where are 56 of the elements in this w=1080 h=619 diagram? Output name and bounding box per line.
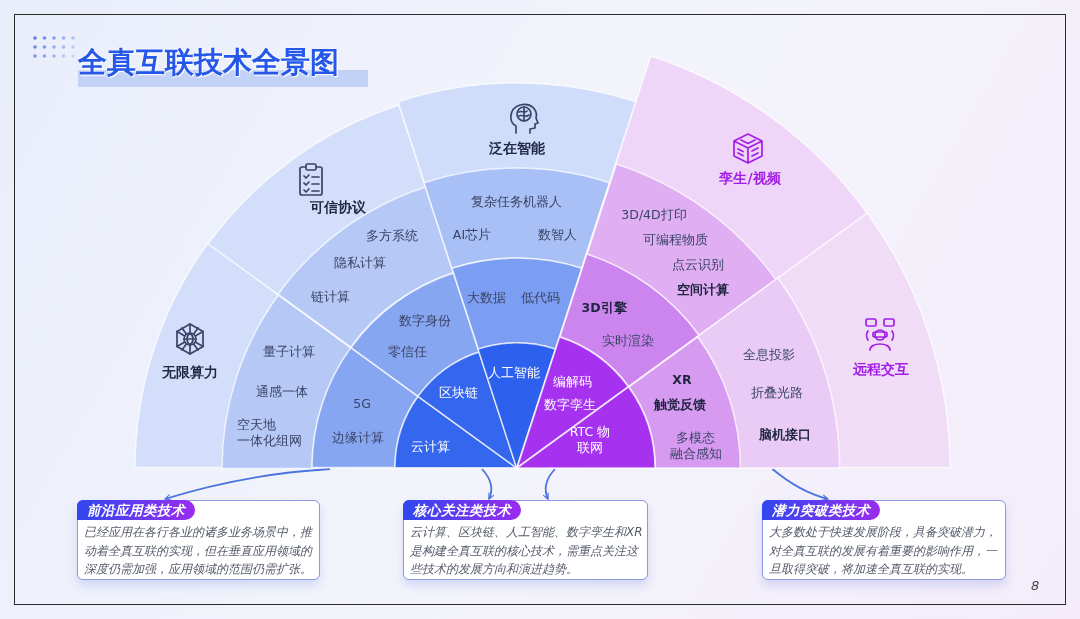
tech-label: 5G [353, 395, 371, 412]
curved-arrow [542, 468, 556, 500]
card-heading: 前沿应用类技术 [77, 500, 195, 520]
tech-label: 隐私计算 [334, 254, 386, 271]
tech-label: 边缘计算 [332, 429, 384, 446]
ring-segment [452, 258, 582, 350]
tech-label: 数字身份 [399, 312, 451, 329]
description-card [403, 500, 648, 580]
card-body-text: 已经应用在各行各业的诸多业务场景中，推动着全真互联的实现，但在垂直应用领域的深度仍需加强，应用领域的范围仍需扩张。 [84, 524, 314, 578]
tech-label: 多模态融合感知 [669, 429, 723, 462]
tech-label: 云计算 [410, 438, 450, 455]
card-body-text: 大多数处于快速发展阶段，具备突破潜力，对全真互联的发展有着重要的影响作用，一旦取得突破，将加速全真互联的实现。 [769, 524, 999, 578]
tech-label: 实时渲染 [602, 333, 654, 349]
tech-label: 全息投影 [743, 347, 795, 363]
curved-arrow [481, 468, 495, 500]
tech-label: 低代码 [521, 290, 561, 306]
tech-label: 链计算 [311, 288, 351, 305]
card-body-text: 云计算、区块链、人工智能、数字孪生和XR是构建全真互联的核心技术，需重点关注这些技术的发展方向和演进趋势。 [410, 524, 643, 578]
card-heading: 核心关注类技术 [403, 500, 521, 520]
tech-label: RTC 物联网 [569, 424, 611, 456]
sector-heading: 无限算力 [162, 363, 218, 381]
description-card [762, 500, 1006, 580]
description-card [77, 500, 320, 580]
tech-label: AI芯片 [452, 227, 492, 243]
sector-heading: 孪生/视频 [719, 169, 781, 187]
tech-label: 复杂任务机器人 [471, 194, 563, 210]
ring-segment [424, 168, 610, 269]
sector-heading: 泛在智能 [489, 139, 545, 157]
tech-label: 空间计算 [677, 282, 729, 298]
tech-label: 触觉反馈 [654, 396, 706, 413]
sector-heading: 可信协议 [310, 198, 366, 216]
card-heading: 潜力突破类技术 [762, 500, 880, 520]
tech-label: 大数据 [467, 290, 507, 306]
tech-label: 3D引擎 [581, 300, 627, 316]
tech-label: 3D/4D打印 [621, 207, 687, 223]
page-title: 全真互联技术全景图 [78, 44, 368, 87]
tech-label: 多方系统 [366, 227, 418, 244]
ring-segment [517, 386, 655, 468]
tech-label: 通感一体 [256, 383, 308, 400]
tech-label: 数字孪生 [544, 396, 596, 413]
page-number: 8 [1031, 578, 1040, 593]
curved-arrow [771, 468, 829, 501]
tech-label: 数智人 [538, 227, 578, 243]
tech-label: 零信任 [388, 343, 428, 360]
tech-label: 脑机接口 [759, 427, 811, 443]
curved-arrow [164, 468, 331, 501]
tech-label: XR [672, 371, 692, 388]
tech-label: 编解码 [552, 373, 592, 390]
tech-label: 空天地一体化组网 [236, 416, 303, 449]
tech-label: 区块链 [439, 384, 479, 401]
tech-label: 人工智能 [488, 365, 540, 381]
sector-heading: 远程交互 [853, 360, 909, 378]
tech-label: 可编程物质 [643, 232, 709, 248]
tech-label: 点云识别 [672, 257, 724, 273]
tech-label: 折叠光路 [751, 385, 803, 401]
tech-label: 量子计算 [263, 343, 315, 360]
